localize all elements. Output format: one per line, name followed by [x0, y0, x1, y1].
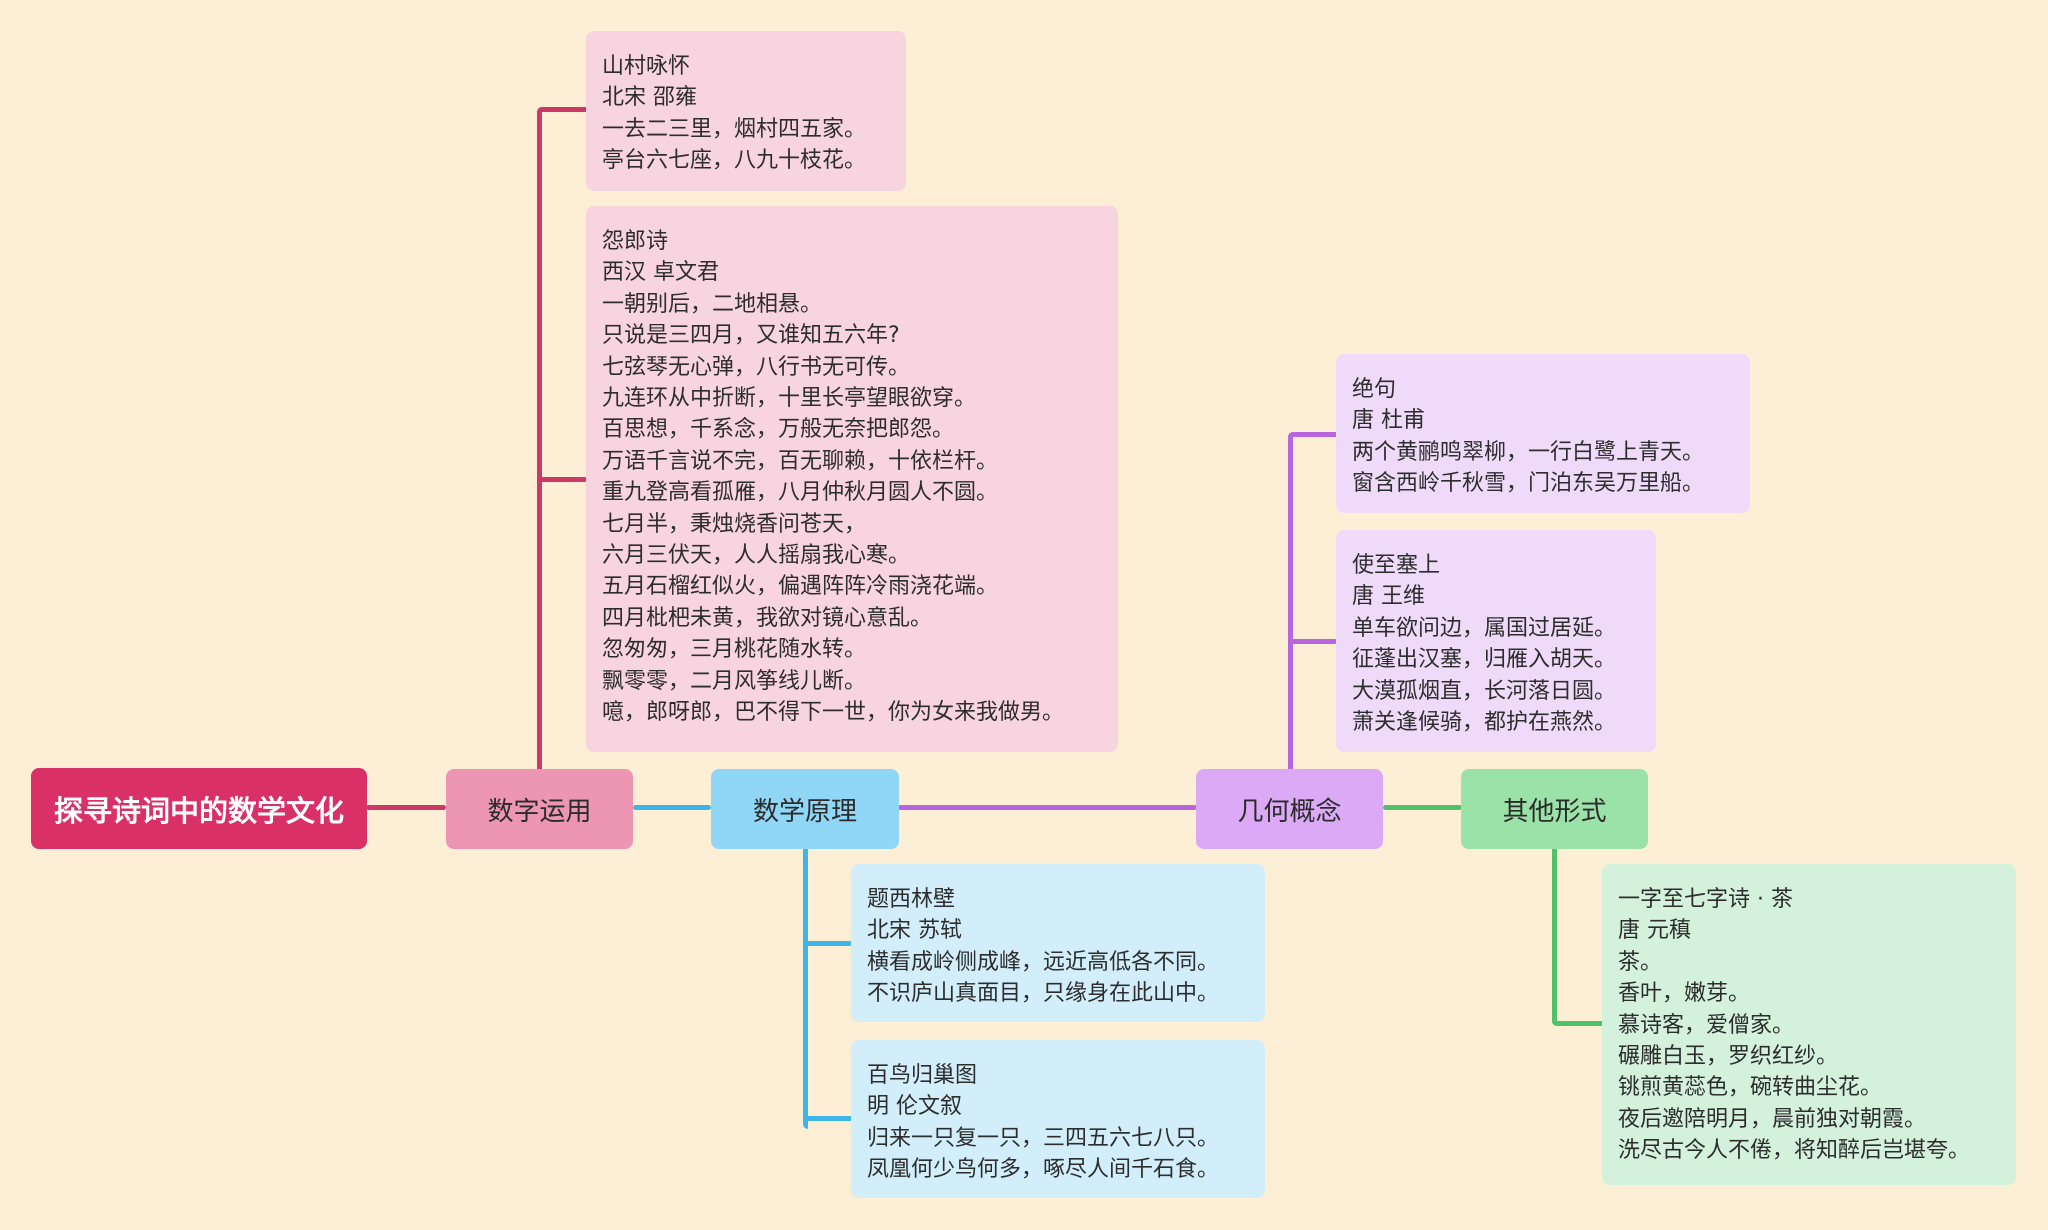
poem-line: 六月三伏天，人人摇扇我心寒。	[602, 543, 911, 569]
connector-digits-to-principles	[633, 805, 711, 810]
branch-other[interactable]: 其他形式	[1461, 769, 1648, 849]
poem-line: 洗尽古今人不倦，将知醉后岂堪夸。	[1618, 1138, 1971, 1164]
poem-card[interactable]: 题西林壁北宋 苏轼横看成岭侧成峰，远近高低各不同。不识庐山真面目，只缘身在此山中…	[851, 864, 1265, 1022]
poem-line: 忽匆匆，三月桃花随水转。	[602, 637, 867, 663]
poem-line: 飘零零，二月风筝线儿断。	[602, 668, 867, 694]
branch-geometry[interactable]: 几何概念	[1196, 769, 1383, 849]
poem-author: 北宋 邵雍	[602, 85, 697, 111]
root-topic[interactable]: 探寻诗词中的数学文化	[31, 768, 367, 849]
connector-principles-to-geometry	[898, 805, 1197, 810]
poem-line: 窗含西岭千秋雪，门泊东吴万里船。	[1352, 471, 1705, 497]
poem-line: 五月石榴红似火，偏遇阵阵冷雨浇花端。	[602, 574, 999, 600]
poem-title: 百鸟归巢图	[867, 1063, 978, 1088]
poem-line: 一朝别后，二地相悬。	[602, 291, 823, 317]
connector-other-vertical	[1552, 849, 1557, 1026]
poem-line: 百思想，千系念，万般无奈把郎怨。	[602, 417, 955, 443]
poem-line: 只说是三四月，又谁知五六年?	[602, 323, 900, 349]
poem-card[interactable]: 山村咏怀北宋 邵雍一去二三里，烟村四五家。亭台六七座，八九十枝花。	[586, 31, 906, 191]
poem-line: 征蓬出汉塞，归雁入胡天。	[1352, 647, 1617, 673]
poem-card[interactable]: 使至塞上唐 王维单车欲问边，属国过居延。征蓬出汉塞，归雁入胡天。大漠孤烟直，长河…	[1336, 530, 1656, 752]
poem-title: 一字至七字诗 · 茶	[1618, 887, 1793, 912]
poem-line: 两个黄鹂鸣翠柳，一行白鹭上青天。	[1352, 439, 1705, 465]
poem-line: 香叶，嫩芽。	[1618, 981, 1751, 1007]
poem-title: 使至塞上	[1352, 553, 1441, 578]
poem-line: 一去二三里，烟村四五家。	[602, 116, 867, 142]
poem-title: 绝句	[1352, 377, 1397, 402]
poem-line: 萧关逢候骑，都护在燕然。	[1352, 710, 1617, 736]
poem-line: 横看成岭侧成峰，远近高低各不同。	[867, 949, 1220, 975]
poem-line: 七月半，秉烛烧香问苍天，	[602, 511, 867, 537]
poem-line: 不识庐山真面目，只缘身在此山中。	[867, 981, 1220, 1007]
poem-line: 慕诗客，爱僧家。	[1618, 1012, 1795, 1038]
connector-geometry-vertical	[1288, 432, 1293, 770]
poem-author: 唐 杜甫	[1352, 408, 1425, 434]
poem-author: 唐 元稹	[1618, 918, 1691, 944]
poem-line: 七弦琴无心弹，八行书无可传。	[602, 354, 911, 380]
branch-digits-label: 数字运用	[487, 796, 592, 827]
connector-principles-to-poem-2	[803, 1116, 852, 1121]
poem-title: 山村咏怀	[602, 54, 691, 79]
branch-principles[interactable]: 数学原理	[711, 769, 899, 849]
poem-line: 大漠孤烟直，长河落日圆。	[1352, 678, 1617, 704]
poem-line: 九连环从中折断，十里长亭望眼欲穿。	[602, 386, 977, 412]
poem-line: 噫，郎呀郎，巴不得下一世，你为女来我做男。	[602, 700, 1065, 726]
poem-title: 题西林壁	[867, 887, 956, 912]
poem-line: 碾雕白玉，罗织红纱。	[1618, 1044, 1839, 1070]
poem-line: 铫煎黄蕊色，碗转曲尘花。	[1618, 1075, 1883, 1101]
branch-principles-label: 数学原理	[752, 796, 857, 827]
poem-line: 夜后邀陪明月，晨前独对朝霞。	[1618, 1106, 1927, 1132]
connector-digits-to-poem-1	[537, 107, 587, 112]
poem-line: 归来一只复一只，三四五六七八只。	[867, 1125, 1220, 1151]
connector-digits-vertical	[537, 107, 542, 770]
poem-line: 四月枇杷未黄，我欲对镜心意乱。	[602, 605, 933, 631]
poem-card[interactable]: 一字至七字诗 · 茶唐 元稹茶。香叶，嫩芽。慕诗客，爱僧家。碾雕白玉，罗织红纱。…	[1602, 864, 2016, 1185]
poem-author: 唐 王维	[1352, 584, 1425, 610]
connector-geometry-to-poem-2	[1288, 639, 1337, 644]
branch-digits[interactable]: 数字运用	[446, 769, 633, 849]
poem-line: 凤凰何少鸟何多，啄尽人间千石食。	[867, 1157, 1220, 1183]
poem-author: 西汉 卓文君	[602, 260, 719, 286]
connector-root-to-digits	[366, 805, 446, 810]
poem-author: 北宋 苏轼	[867, 918, 962, 944]
poem-author: 明 伦文叙	[867, 1094, 962, 1120]
poem-card[interactable]: 绝句唐 杜甫两个黄鹂鸣翠柳，一行白鹭上青天。窗含西岭千秋雪，门泊东吴万里船。	[1336, 354, 1750, 513]
branch-geometry-label: 几何概念	[1237, 796, 1342, 827]
connector-principles-vertical	[803, 849, 808, 1129]
connector-other-to-poem-1	[1552, 1021, 1603, 1026]
connector-geometry-to-other	[1383, 805, 1462, 810]
poem-line: 茶。	[1618, 949, 1663, 975]
poem-line: 重九登高看孤雁，八月仲秋月圆人不圆。	[602, 480, 999, 506]
poem-line: 万语千言说不完，百无聊赖，十依栏杆。	[602, 448, 999, 474]
poem-card[interactable]: 怨郎诗西汉 卓文君一朝别后，二地相悬。只说是三四月，又谁知五六年? 七弦琴无心弹，…	[586, 206, 1118, 752]
poem-line: 单车欲问边，属国过居延。	[1352, 615, 1617, 641]
root-topic-label: 探寻诗词中的数学文化	[53, 793, 344, 828]
poem-line: 亭台六七座，八九十枝花。	[602, 148, 867, 174]
poem-title: 怨郎诗	[602, 229, 669, 254]
poem-card[interactable]: 百鸟归巢图明 伦文叙归来一只复一只，三四五六七八只。凤凰何少鸟何多，啄尽人间千石…	[851, 1040, 1265, 1198]
connector-principles-to-poem-1	[803, 941, 852, 946]
connector-digits-to-poem-2	[537, 477, 587, 482]
branch-other-label: 其他形式	[1502, 796, 1607, 827]
connector-geometry-to-poem-1	[1288, 432, 1337, 437]
